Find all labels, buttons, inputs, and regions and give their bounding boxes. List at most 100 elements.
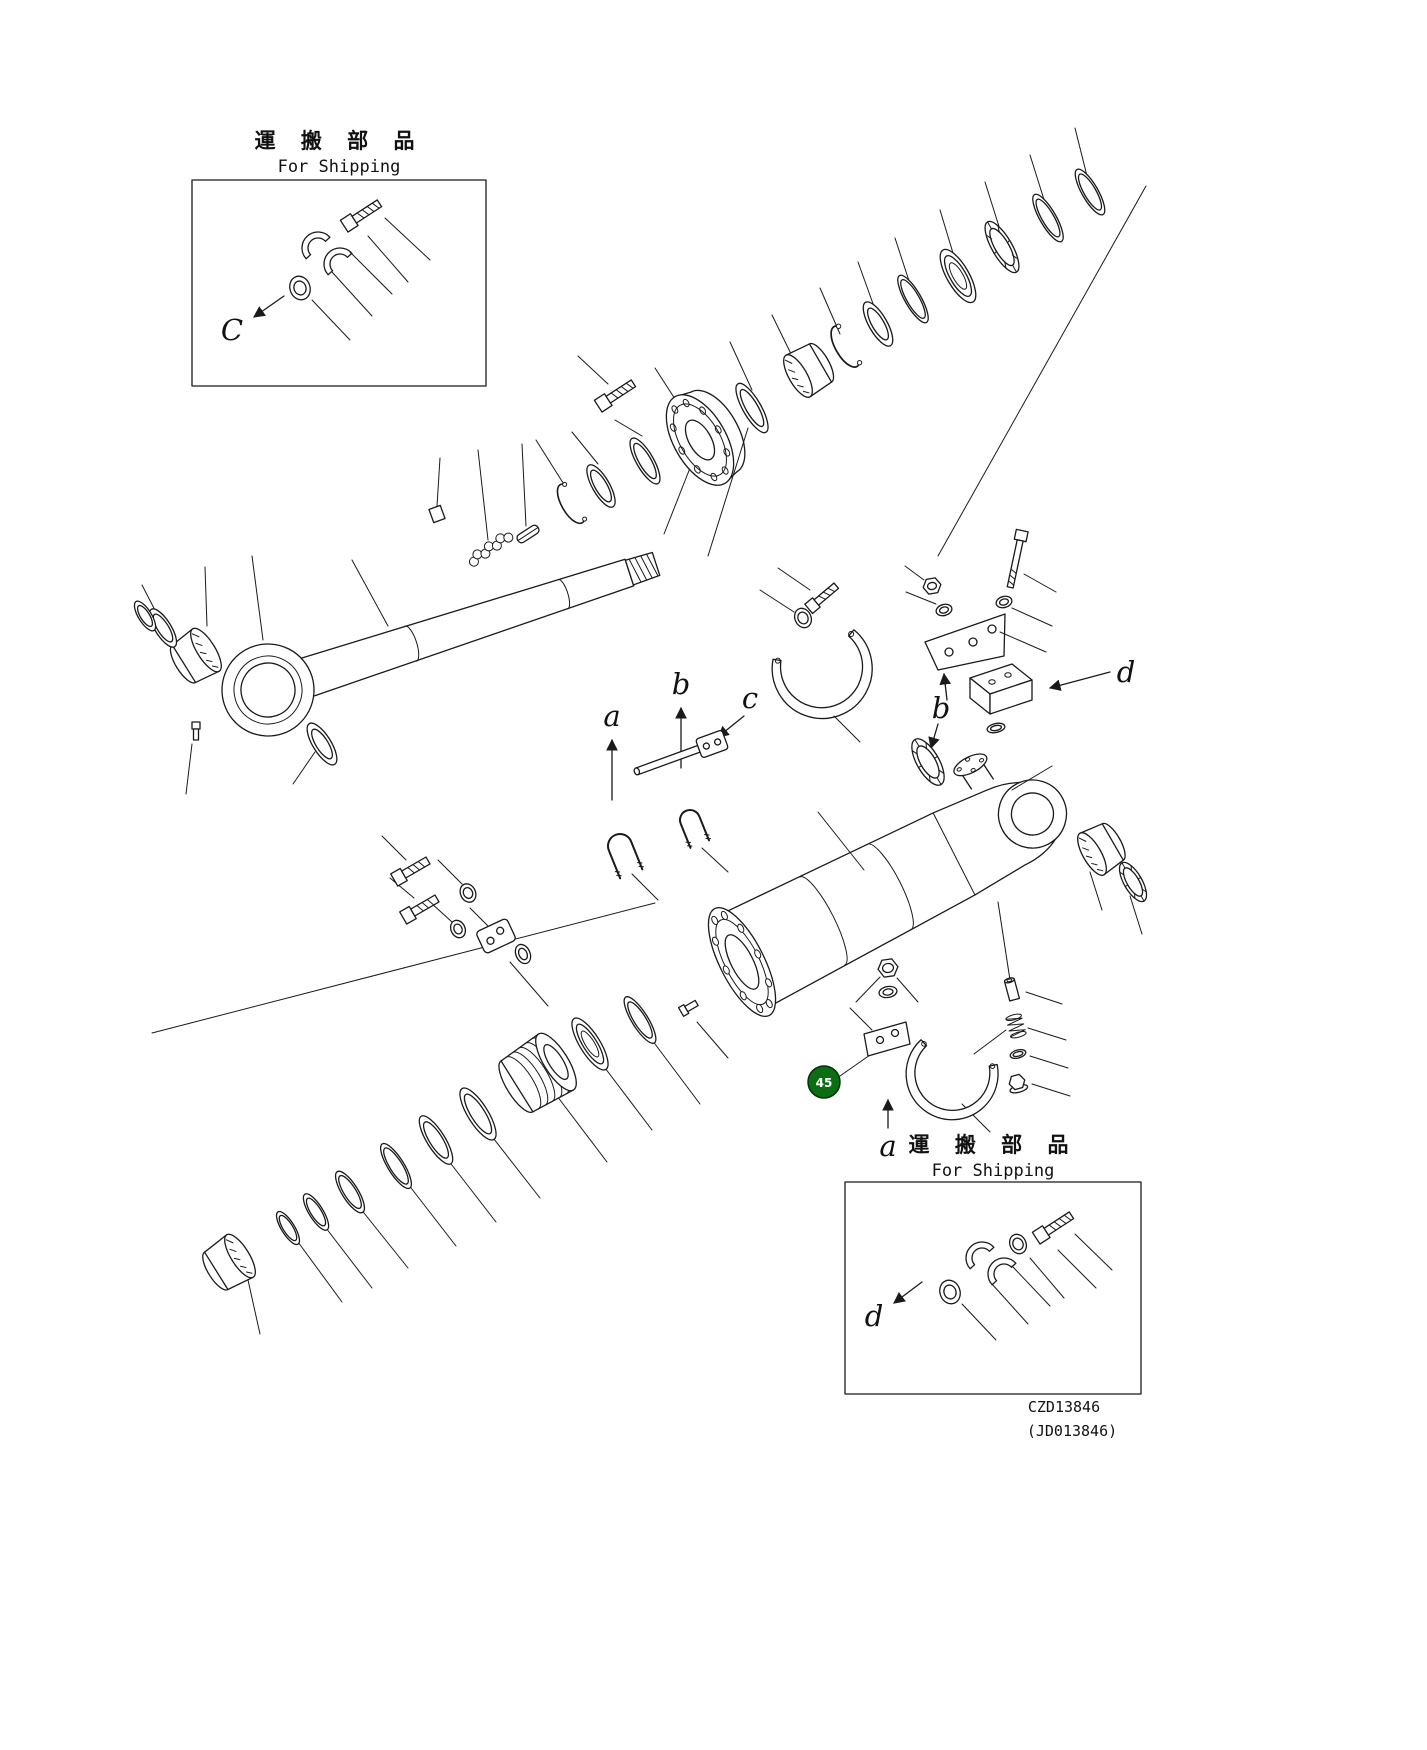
seal-ring [148, 608, 178, 648]
plate-hole [890, 1028, 900, 1038]
clamp-bolt [804, 582, 840, 615]
set-screw [677, 999, 699, 1017]
leader-lines [141, 555, 389, 785]
shipping-title-en: For Shipping [278, 157, 401, 177]
small-ring [514, 943, 532, 965]
seal-ring [133, 600, 157, 632]
leader-lines [1089, 871, 1143, 935]
wire-coil [468, 532, 514, 567]
b-mid-group: b [911, 691, 950, 786]
hex-plug [1008, 1073, 1029, 1094]
port-hole [988, 679, 996, 685]
spring [1005, 1013, 1027, 1039]
view-arrow-d [1048, 671, 1111, 691]
grooved-ring [984, 220, 1020, 274]
part-balloon-45[interactable]: 45 [807, 1065, 841, 1099]
leader-lines [759, 567, 861, 743]
washer [995, 595, 1013, 609]
balloon-number: 45 [816, 1076, 833, 1090]
piston-rod [221, 551, 661, 737]
valve-block-assembly: d [969, 655, 1135, 734]
o-ring [1074, 168, 1106, 216]
snap-ring [556, 481, 588, 525]
callout-c-upper: c [742, 681, 758, 715]
leader-lines [817, 765, 1053, 871]
b-arrow [928, 723, 940, 750]
seal-ring [735, 382, 769, 434]
washer [878, 985, 898, 999]
leader-lines [311, 217, 431, 341]
o-ring [986, 722, 1006, 734]
upper-band-clamp-assembly [759, 567, 873, 743]
callout-a-upper: a [603, 699, 620, 733]
anchor-plate [476, 918, 516, 954]
inset-shipping-top: 運 搬 部 品 For Shipping C [191, 129, 487, 387]
callout-C: C [221, 313, 243, 347]
cylinder-tube-assembly [707, 753, 1148, 1018]
seal-ring [571, 1017, 609, 1071]
piston-seal [939, 248, 977, 304]
port-flange [953, 753, 988, 777]
valve-plug [1003, 977, 1021, 1002]
section-callouts: a b c [603, 667, 758, 901]
bolt [390, 856, 431, 887]
washer [459, 883, 477, 903]
dowel-pin [516, 524, 540, 544]
clamp-plate [863, 1021, 911, 1057]
rod-end-small-parts [428, 419, 661, 567]
leader-lines [436, 419, 643, 541]
valve-block-side [989, 679, 1033, 715]
hex-nut [922, 577, 942, 595]
view-arrow-d-inset [893, 1281, 923, 1304]
mounting-plate-assembly [904, 528, 1057, 701]
plate-hole [944, 647, 954, 657]
bushing [202, 1233, 256, 1291]
o-ring [275, 1210, 301, 1246]
shipping-title-en: For Shipping [932, 1161, 1055, 1181]
inset-box [844, 1181, 1142, 1395]
leader-lines [904, 565, 1057, 653]
pin-plate [633, 730, 729, 776]
u-bolt [679, 809, 711, 849]
o-ring [334, 1170, 366, 1214]
leader-lines [631, 847, 729, 901]
right-plug-parts [997, 901, 1071, 1097]
seal-ring [862, 301, 894, 347]
boundary-lines [151, 185, 1147, 1034]
rod-bushing [783, 342, 835, 398]
mid-left-bolt-parts [381, 835, 549, 1007]
bolt [399, 894, 440, 925]
clamp-nut [939, 1279, 961, 1305]
o-ring [379, 1142, 413, 1190]
long-bolt [1006, 528, 1029, 589]
o-ring [623, 996, 657, 1044]
dust-seal [306, 722, 338, 766]
leader-lines [247, 1021, 729, 1335]
band-clamp [905, 1039, 999, 1121]
doc-code-block: CZD13846 (JD013846) [1027, 1398, 1117, 1440]
leader-lines [961, 1233, 1113, 1341]
cylinder-gland-flange [665, 389, 746, 486]
clamp-half-shell [965, 1241, 995, 1270]
eye-bushing [169, 627, 222, 684]
washer [793, 607, 813, 629]
cylinder-tube [707, 753, 1068, 1018]
callout-b-upper: b [672, 667, 691, 701]
piston-rod-assembly [133, 551, 661, 795]
seal-ring [586, 464, 616, 508]
doc-code: CZD13846 [1028, 1398, 1100, 1416]
u-bolt [607, 833, 644, 880]
o-ring [1032, 193, 1064, 243]
seal-ring [629, 437, 661, 485]
washer [449, 919, 467, 939]
lower-seal-chain [202, 996, 729, 1335]
balloon-circle[interactable] [807, 1065, 841, 1099]
doc-code-alt: (JD013846) [1027, 1422, 1117, 1440]
plate-hole [968, 637, 978, 647]
port-hole [1004, 672, 1012, 678]
seal-ring [418, 1115, 454, 1165]
bearing-ring [1118, 861, 1148, 903]
eye-bushing [1077, 822, 1126, 876]
bolt-holes [669, 398, 731, 482]
